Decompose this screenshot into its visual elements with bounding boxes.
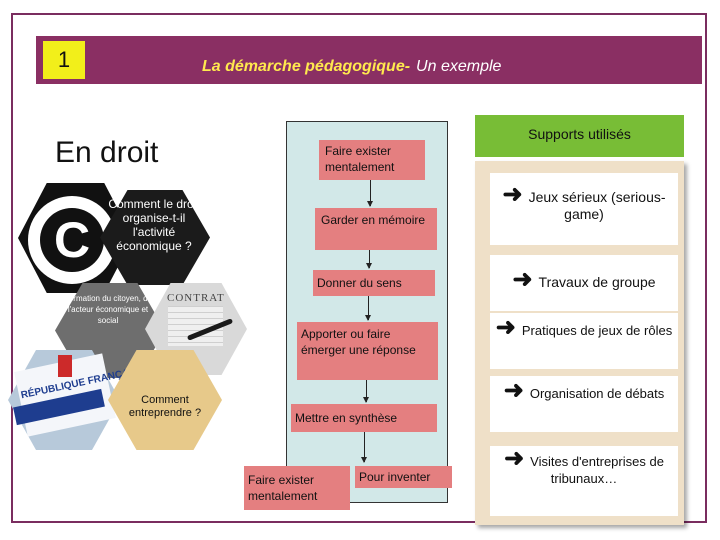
question-2-text: Formation du citoyen, de l'acteur économ… (63, 294, 153, 325)
support-item: ➜ Travaux de groupe (490, 255, 678, 311)
copyright-icon: C (53, 212, 91, 268)
slide-title-main: La démarche pédagogique- (202, 58, 411, 75)
supports-title: Supports utilisés (528, 126, 631, 142)
arrow-down-icon (363, 380, 369, 403)
step-faire-exister: Faire exister mentalement (319, 140, 425, 180)
step-faire-exister-2: Faire exister mentalement (244, 466, 350, 510)
support-item-label: Pratiques de jeux de rôles (521, 323, 673, 338)
support-item-label: Travaux de groupe (538, 274, 656, 290)
question-3-text: Comment entreprendre ? (128, 394, 202, 419)
slide-title: La démarche pédagogique- Un exemple (202, 58, 501, 76)
arrow-down-icon (367, 180, 373, 207)
republique-flag-stripe (58, 355, 72, 377)
contract-label: CONTRAT (167, 292, 225, 304)
arrow-right-icon: ➜ (512, 266, 533, 293)
support-item-label: Visites d'entreprises de tribunaux… (530, 454, 664, 486)
arrow-right-icon: ➜ (502, 181, 523, 208)
header-bar (36, 36, 702, 84)
slide-title-sub: Un exemple (416, 58, 502, 75)
subject-label: En droit (55, 136, 159, 169)
support-item: ➜ Organisation de débats (490, 376, 678, 432)
slide-frame (11, 13, 707, 523)
support-item: ➜Jeux sérieux (serious-game) (490, 173, 678, 245)
support-item-label: Organisation de débats (529, 386, 665, 401)
question-1-text: Comment le droit organise-t-il l'activit… (108, 197, 200, 253)
copyright-disc (40, 208, 104, 272)
arrow-right-icon: ➜ (495, 314, 516, 341)
arrow-right-icon: ➜ (503, 377, 524, 404)
arrow-down-icon (365, 296, 371, 321)
step-donner-sens: Donner du sens (313, 270, 435, 296)
arrow-right-icon: ➜ (504, 445, 525, 472)
arrow-down-icon (366, 250, 372, 269)
support-item: ➜Visites d'entreprises de tribunaux… (490, 446, 678, 516)
arrow-down-icon (361, 432, 367, 463)
step-inventer: Pour inventer (355, 466, 452, 488)
process-column (286, 121, 448, 503)
supports-header (475, 115, 684, 157)
support-item: ➜ Pratiques de jeux de rôles (490, 313, 678, 369)
step-synthese: Mettre en synthèse (291, 404, 437, 432)
step-apporter-reponse: Apporter ou faire émerger une réponse (297, 322, 438, 380)
slide-number: 1 (43, 41, 85, 79)
step-garder-memoire: Garder en mémoire (315, 208, 437, 250)
support-item-label: Jeux sérieux (serious-game) (528, 189, 666, 222)
